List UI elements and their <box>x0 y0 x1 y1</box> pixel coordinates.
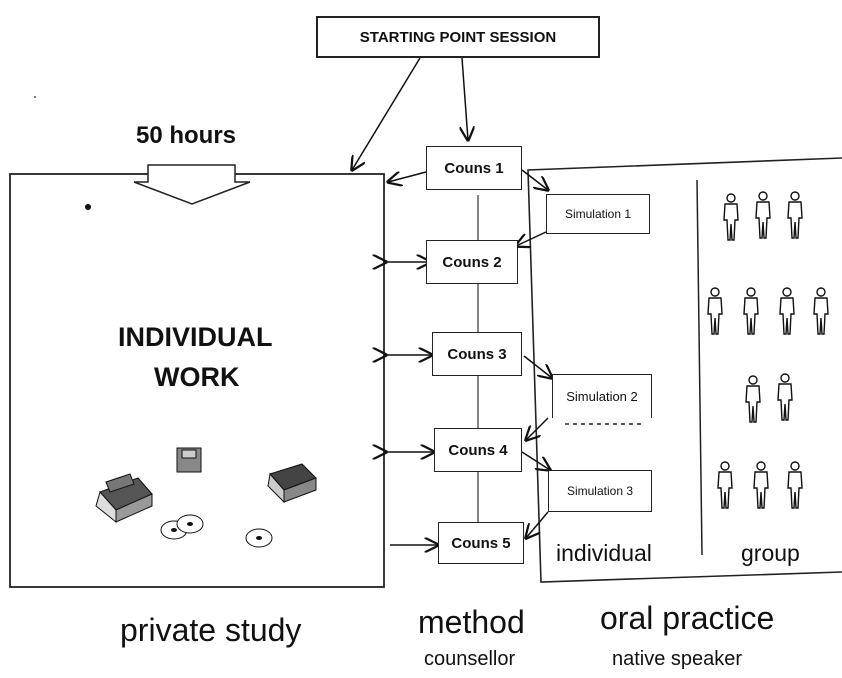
person-icon <box>755 191 771 239</box>
computer-icon <box>267 463 317 504</box>
arrow-couns4-sim3 <box>521 451 550 470</box>
arrow-sim2-couns4 <box>526 417 549 440</box>
arrow-couns1-private <box>388 171 427 182</box>
counselling-session-5: Couns 5 <box>438 522 524 564</box>
person-icon <box>813 287 829 335</box>
speck <box>85 204 91 210</box>
simulation-3: Simulation 3 <box>548 470 652 512</box>
counsellor-caption: counsellor <box>424 648 516 670</box>
oral-practice-caption: oral practice <box>600 600 775 636</box>
arrow-start-couns1 <box>462 57 468 140</box>
individual-label: individual <box>556 540 652 566</box>
arrow-couns3-sim2 <box>523 355 552 378</box>
starting-point-box: STARTING POINT SESSION <box>316 16 600 58</box>
counselling-session-2: Couns 2 <box>426 240 518 284</box>
person-icon <box>787 191 803 239</box>
person-icon <box>717 461 733 509</box>
person-icon <box>743 287 759 335</box>
hours-label: 50 hours <box>136 122 237 149</box>
individual-work-title-line1: INDIVIDUAL <box>118 322 273 352</box>
hours-arrow <box>133 164 251 205</box>
group-label: group <box>741 540 800 566</box>
disk-icon <box>176 447 202 473</box>
person-icon <box>745 375 761 423</box>
arrow-sim3-couns5 <box>526 511 549 538</box>
arrow-start-private <box>352 57 421 170</box>
simulation-1: Simulation 1 <box>546 194 650 234</box>
native-speaker-caption: native speaker <box>612 648 743 670</box>
oral-practice-frame <box>527 157 842 583</box>
arrow-sim1-couns2 <box>516 231 547 246</box>
person-icon <box>787 461 803 509</box>
speck <box>34 96 36 98</box>
counselling-session-3: Couns 3 <box>432 332 522 376</box>
person-icon <box>779 287 795 335</box>
computer-icon <box>95 473 153 524</box>
person-icon <box>707 287 723 335</box>
person-icon <box>723 193 739 241</box>
cd-icon <box>245 528 273 548</box>
starting-point-label: STARTING POINT SESSION <box>359 28 557 46</box>
cd-icon <box>160 514 204 540</box>
arrow-couns1-sim1 <box>521 169 548 190</box>
simulation-2: Simulation 2 <box>552 374 652 418</box>
counselling-session-4: Couns 4 <box>434 428 522 472</box>
individual-work-title-line2: WORK <box>154 362 240 392</box>
person-icons <box>707 191 829 509</box>
counselling-session-1: Couns 1 <box>426 146 522 190</box>
private-study-caption: private study <box>120 612 302 648</box>
method-caption: method <box>418 604 525 640</box>
person-icon <box>777 373 793 421</box>
person-icon <box>753 461 769 509</box>
divider-line <box>696 179 703 556</box>
